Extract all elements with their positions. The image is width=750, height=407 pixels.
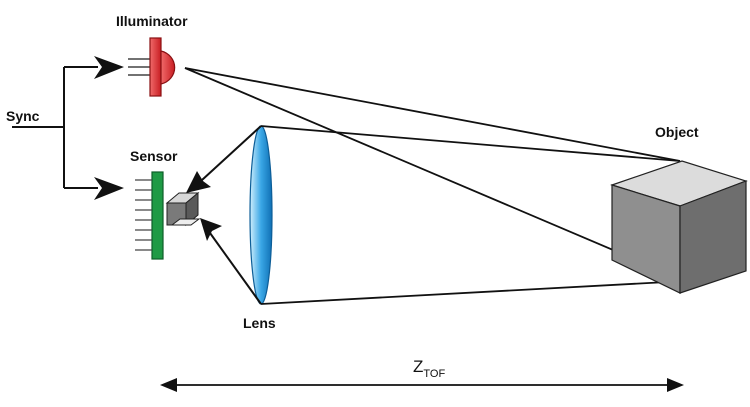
illuminator-label: Illuminator bbox=[116, 13, 188, 29]
ray-arrow-upper bbox=[186, 171, 211, 193]
sensor-label: Sensor bbox=[130, 148, 178, 164]
distance-label: ZTOF bbox=[413, 357, 445, 380]
ray-arrow-lower bbox=[200, 218, 222, 241]
sensor-board bbox=[135, 171, 164, 260]
sync-label: Sync bbox=[6, 108, 40, 124]
object-label: Object bbox=[655, 124, 699, 140]
lens bbox=[249, 125, 273, 305]
object-cube bbox=[610, 160, 748, 294]
sensor-chip bbox=[165, 191, 201, 227]
arrow-to-sensor bbox=[94, 177, 124, 200]
sync-branch-lines bbox=[12, 66, 98, 189]
distance-arrow bbox=[160, 378, 684, 392]
light-rays bbox=[184, 67, 687, 305]
distance-label-subscript: TOF bbox=[423, 368, 445, 380]
lens-to-sensor-rays bbox=[201, 125, 262, 305]
illuminator-led bbox=[128, 37, 176, 97]
lens-label: Lens bbox=[243, 315, 276, 331]
distance-label-main: Z bbox=[413, 357, 423, 376]
arrow-to-illuminator bbox=[94, 56, 124, 79]
